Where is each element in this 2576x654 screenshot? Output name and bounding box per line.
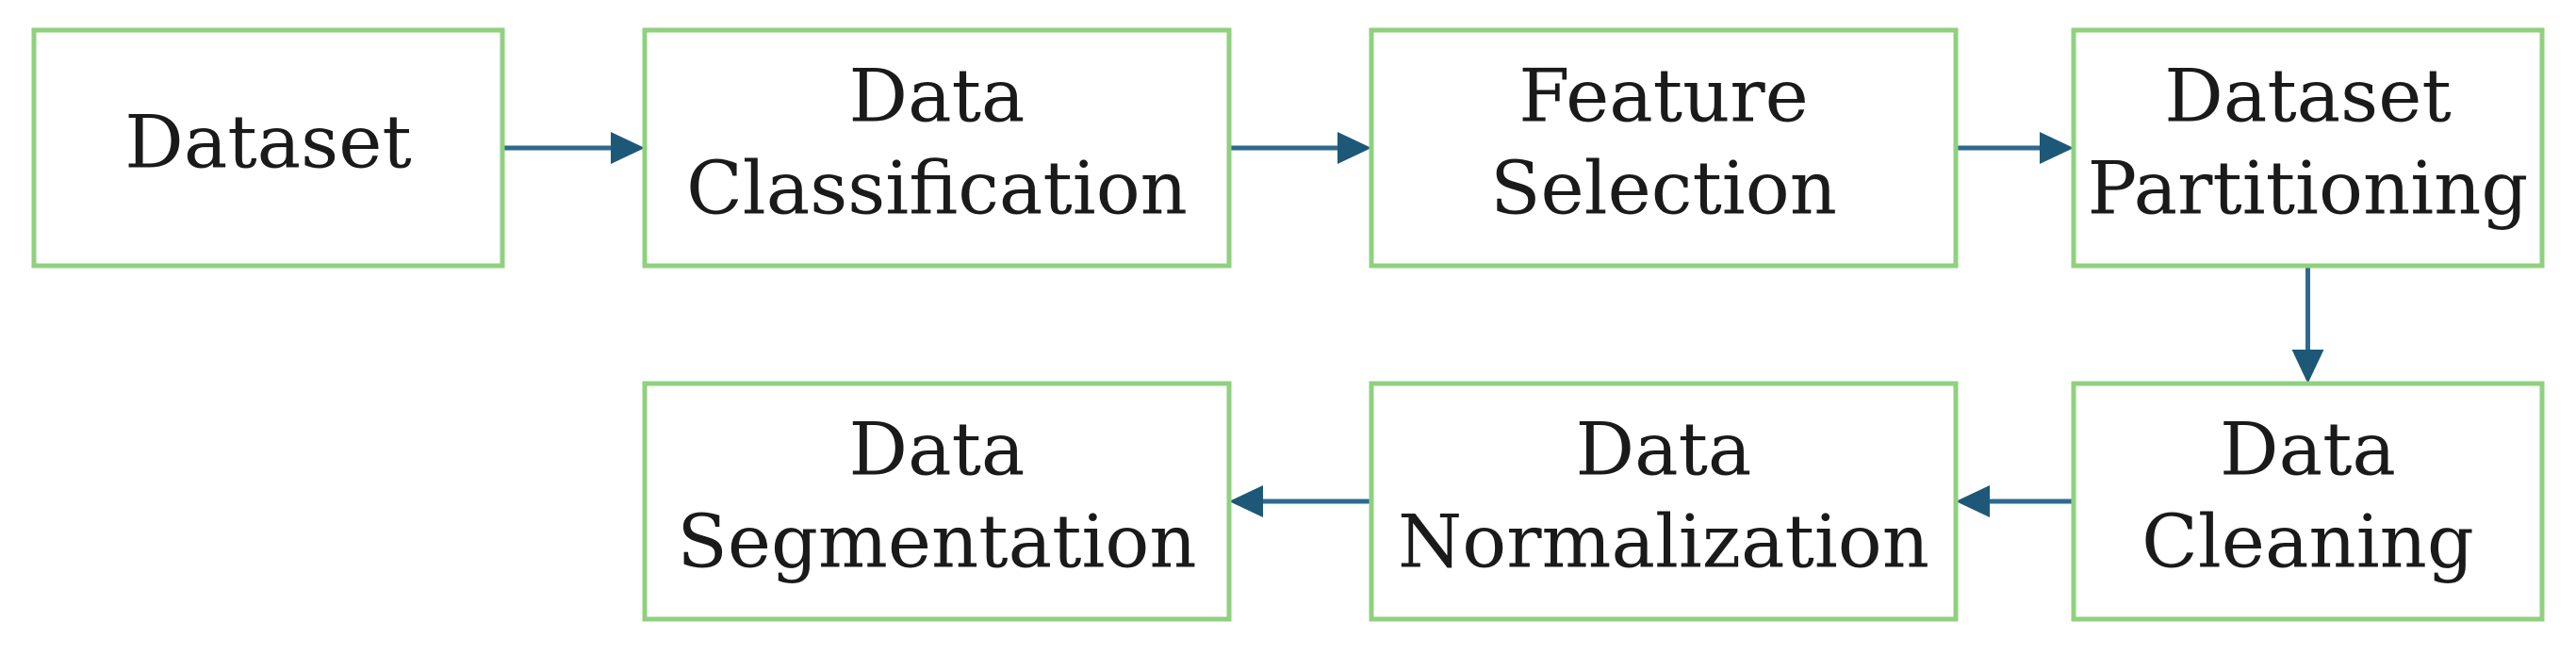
node-label-line: Data bbox=[849, 408, 1025, 493]
arrowhead-icon bbox=[2040, 132, 2074, 164]
arrow-feature-selection-to-dataset-partitioning bbox=[1956, 132, 2074, 164]
node-label-line: Cleaning bbox=[2141, 500, 2474, 585]
node-label-line: Segmentation bbox=[677, 500, 1196, 585]
node-label-line: Dataset bbox=[2164, 55, 2451, 139]
node-label-line: Data bbox=[849, 55, 1025, 139]
node-dataset: Dataset bbox=[31, 27, 505, 269]
arrowhead-icon bbox=[611, 132, 645, 164]
arrow-dataset-to-data-classification bbox=[502, 132, 645, 164]
node-box bbox=[31, 27, 505, 269]
node-box bbox=[2071, 381, 2545, 622]
node-label-line: Data bbox=[1576, 408, 1752, 493]
node-box bbox=[2071, 27, 2545, 269]
node-label-line: Selection bbox=[1490, 147, 1837, 232]
node-box bbox=[1369, 27, 1959, 269]
arrow-data-cleaning-to-data-normalization bbox=[1956, 485, 2074, 517]
arrowhead-icon bbox=[1337, 132, 1371, 164]
edges-layer bbox=[502, 132, 2324, 517]
node-label-line: Feature bbox=[1518, 55, 1809, 139]
node-box bbox=[642, 27, 1232, 269]
arrow-data-classification-to-feature-selection bbox=[1229, 132, 1371, 164]
arrowhead-icon bbox=[2291, 350, 2324, 384]
node-label-line: Data bbox=[2220, 408, 2396, 493]
arrow-data-normalization-to-data-segmentation bbox=[1229, 485, 1371, 517]
node-label-line: Normalization bbox=[1398, 500, 1929, 585]
node-label-line: Partitioning bbox=[2088, 147, 2529, 232]
arrowhead-icon bbox=[1956, 485, 1990, 517]
node-label-line: Dataset bbox=[124, 101, 411, 186]
nodes-layer: DatasetDataClassificationFeatureSelectio… bbox=[31, 27, 2545, 622]
arrowhead-icon bbox=[1229, 485, 1263, 517]
arrow-dataset-partitioning-to-data-cleaning bbox=[2291, 266, 2324, 384]
node-box bbox=[642, 381, 1232, 622]
node-box bbox=[1369, 381, 1959, 622]
node-label-line: Classification bbox=[686, 147, 1188, 232]
